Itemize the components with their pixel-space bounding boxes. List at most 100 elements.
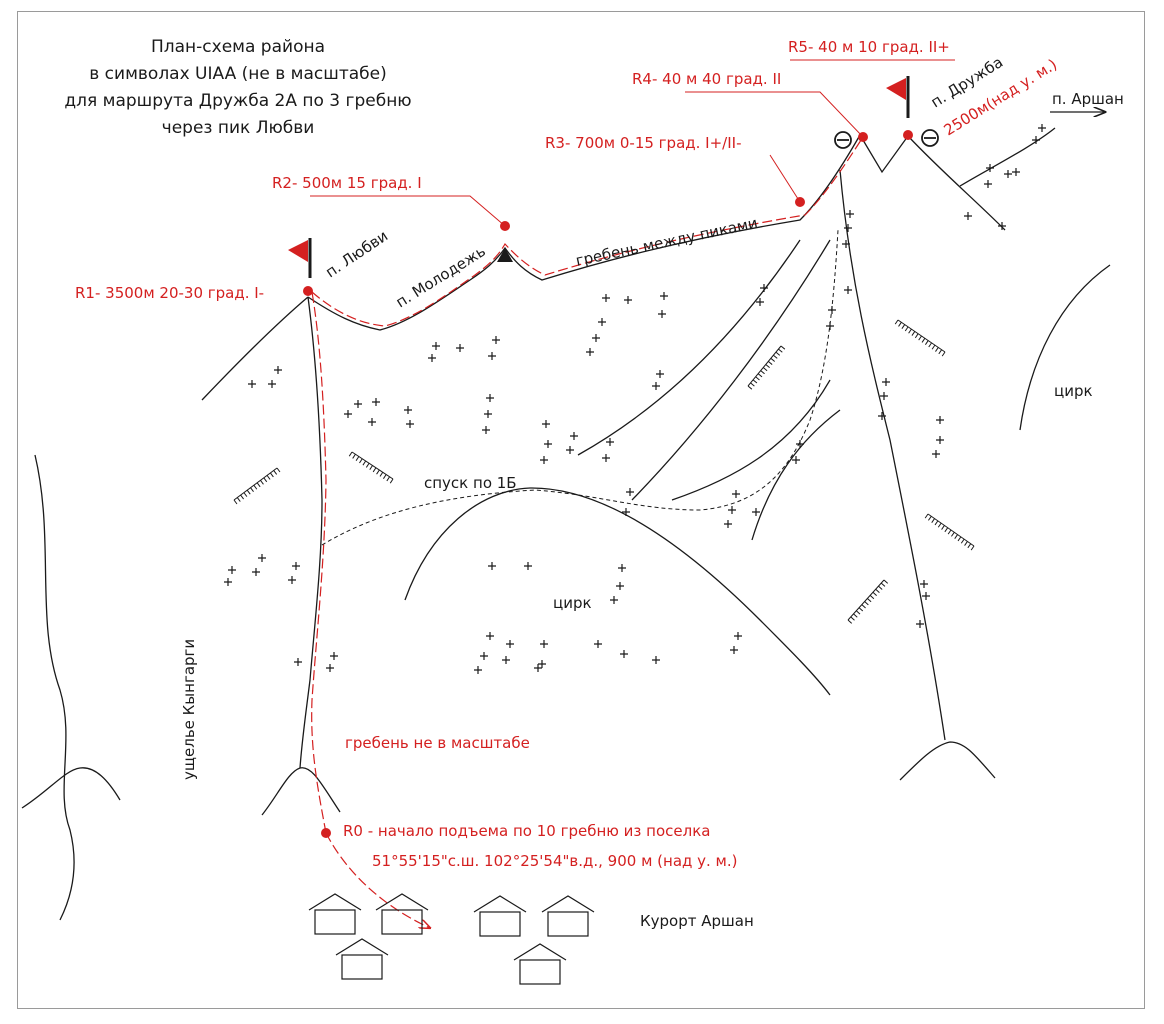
rock-band-tick: [752, 379, 758, 384]
rock-band-tick: [924, 513, 929, 519]
scree-mark: [626, 488, 634, 496]
descent-path: [321, 229, 839, 546]
rock-band-tick: [386, 476, 391, 482]
rock-band-tick: [755, 376, 760, 381]
cirque-right-label: цирк: [1054, 382, 1093, 400]
rock-band-tick: [861, 604, 866, 609]
summit-flag-icon: [886, 76, 910, 118]
rock-band-tick: [389, 478, 394, 484]
scree-mark: [916, 620, 924, 628]
rock-band-tick: [359, 458, 363, 464]
rock-band-tick: [918, 335, 922, 341]
scree-mark: [602, 294, 610, 302]
scree-mark: [594, 640, 602, 648]
scree-mark: [652, 382, 660, 390]
rock-band-tick: [872, 591, 877, 597]
scree-mark: [570, 432, 578, 440]
rock-band-base: [351, 451, 394, 480]
rock-band-tick: [921, 338, 926, 343]
ridge-line: [839, 169, 946, 741]
valley-wall-line: [34, 454, 75, 921]
scree-mark: [660, 292, 668, 300]
scree-mark: [920, 580, 928, 588]
rock-band-base: [847, 579, 885, 621]
rock-band-tick: [256, 482, 261, 488]
rock-band-tick: [269, 472, 274, 478]
scree-mark: [534, 664, 542, 672]
scree-mark: [544, 440, 552, 448]
rock-band-tick: [931, 344, 936, 350]
rock-band-tick: [276, 467, 281, 473]
rock-band-tick: [266, 475, 271, 480]
scree-mark: [524, 562, 532, 570]
scree-mark: [368, 418, 376, 426]
scree-mark: [274, 366, 282, 374]
rock-band-tick: [365, 462, 370, 468]
rock-band-tick: [947, 529, 952, 535]
scree-mark: [288, 576, 296, 584]
gendarme-icon: [921, 129, 939, 147]
map-title-line: через пик Любви: [162, 118, 315, 138]
spur-line: [631, 239, 831, 501]
rock-band-tick: [898, 322, 902, 327]
scree-mark: [606, 438, 614, 446]
rock-band-tick: [901, 324, 906, 329]
rock-band-tick: [372, 467, 377, 473]
scree-mark: [482, 426, 490, 434]
leader-line-r4: [685, 91, 864, 138]
rock-band-tick: [853, 613, 858, 618]
scree-mark: [964, 212, 972, 220]
rock-band-tick: [750, 382, 755, 387]
rock-band-tick: [944, 527, 949, 533]
rock-band-tick: [938, 349, 943, 355]
scree-mark: [1032, 136, 1040, 144]
rock-band-base: [897, 319, 946, 353]
map-title-line: для маршрута Дружба 2А по 3 гребню: [64, 91, 411, 111]
scree-mark: [986, 164, 994, 172]
route-point-r0: [321, 828, 331, 838]
rock-band-tick: [260, 480, 264, 485]
rock-band-tick: [850, 616, 855, 621]
scree-mark: [724, 520, 732, 528]
rock-band-tick: [928, 516, 932, 521]
rock-band-tick: [894, 319, 899, 325]
rock-band-tick: [770, 357, 776, 362]
scree-mark: [506, 640, 514, 648]
rock-band-tick: [967, 543, 972, 549]
rock-band-tick: [355, 456, 360, 461]
scree-mark: [538, 660, 546, 668]
gendarme-icon: [834, 131, 852, 149]
rock-band-base: [233, 467, 278, 501]
scree-mark: [404, 406, 412, 414]
cirque-center-label: цирк: [553, 594, 592, 612]
rock-band-tick: [352, 453, 356, 459]
scree-mark: [922, 592, 930, 600]
rock-band-tick: [867, 598, 872, 603]
gorge-label: ущелье Кынгарги: [180, 639, 198, 780]
descent-label: спуск по 1Б: [424, 474, 517, 492]
scree-mark: [492, 336, 500, 344]
route-point-label-r0: R0 - начало подъема по 10 гребню из посе…: [343, 822, 710, 840]
scree-mark: [484, 410, 492, 418]
scree-mark: [1038, 124, 1046, 132]
house-icon: [375, 893, 429, 935]
route-arrow: [325, 832, 430, 928]
scree-mark: [846, 210, 854, 218]
spur-line: [751, 409, 841, 541]
rock-band-tick: [775, 351, 781, 356]
scree-mark: [488, 562, 496, 570]
scree-mark: [372, 398, 380, 406]
scree-mark: [658, 310, 666, 318]
scree-mark: [602, 454, 610, 462]
scree-mark: [598, 318, 606, 326]
rock-band-tick: [780, 345, 786, 350]
rock-band-tick: [928, 342, 932, 348]
rock-band-tick: [379, 471, 384, 477]
spur-line: [577, 239, 801, 456]
map-title-line: в символах UIAA (не в масштабе): [89, 64, 386, 84]
scree-mark: [622, 508, 630, 516]
scree-mark: [252, 568, 260, 576]
rock-band-tick: [960, 538, 965, 544]
rock-band-base: [747, 345, 782, 387]
scree-mark: [228, 566, 236, 574]
